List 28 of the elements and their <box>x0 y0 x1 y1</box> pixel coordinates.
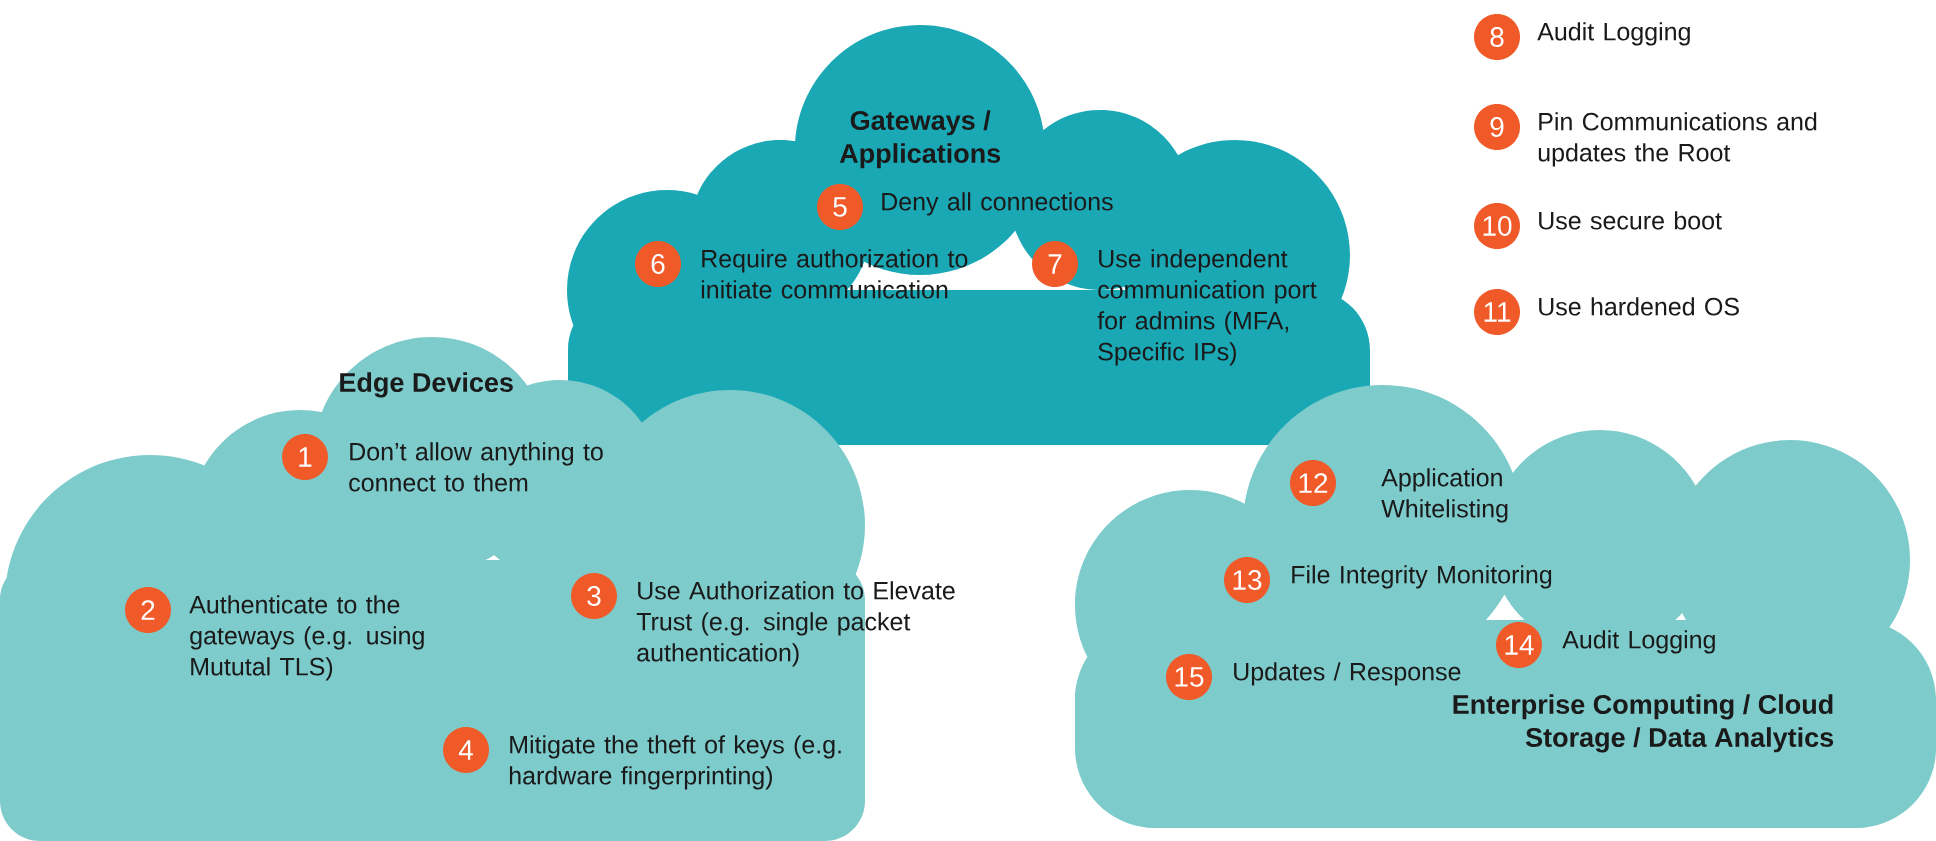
item-text: Application Whitelisting <box>1381 468 1508 523</box>
number-badge: 4 <box>443 727 489 773</box>
item-text: Don’t allow anything to connect to them <box>349 442 603 492</box>
item-text: File Integrity Monitoring <box>1292 565 1552 589</box>
number-badge: 15 <box>1166 654 1212 700</box>
item-text: Use independent communication port for admins (MFA, Specific IPs) <box>1097 249 1317 366</box>
item-text: Deny all connections <box>882 192 1113 216</box>
item-text: Use hardened OS <box>1539 297 1739 316</box>
number-badge: 12 <box>1290 460 1336 506</box>
number-badge: 6 <box>635 241 681 287</box>
number-badge: 1 <box>282 434 328 480</box>
number-badge: 9 <box>1474 104 1520 150</box>
number-badge: 13 <box>1224 557 1270 603</box>
number-badge: 7 <box>1032 241 1078 287</box>
number-badge: 10 <box>1474 203 1520 249</box>
item-text: Updates / Response <box>1234 662 1461 686</box>
number-badge: 5 <box>817 184 863 230</box>
item-text: Authenticate to the gateways (e.g. using Mututal TLS) <box>189 595 424 681</box>
item-text: Audit Logging <box>1537 22 1690 46</box>
number-badge: 14 <box>1496 622 1542 668</box>
item-text: Audit Logging <box>1562 630 1715 654</box>
number-badge: 3 <box>571 573 617 619</box>
item-text: Pin Communications and updates the Root <box>1538 112 1817 167</box>
item-text: Mitigate the theft of keys (e.g. hardware fingerprinting) <box>509 735 841 790</box>
number-badge: 11 <box>1474 289 1520 335</box>
item-text: Use secure boot <box>1539 211 1722 230</box>
number-badge: 2 <box>125 587 171 633</box>
number-badge: 8 <box>1474 14 1520 60</box>
